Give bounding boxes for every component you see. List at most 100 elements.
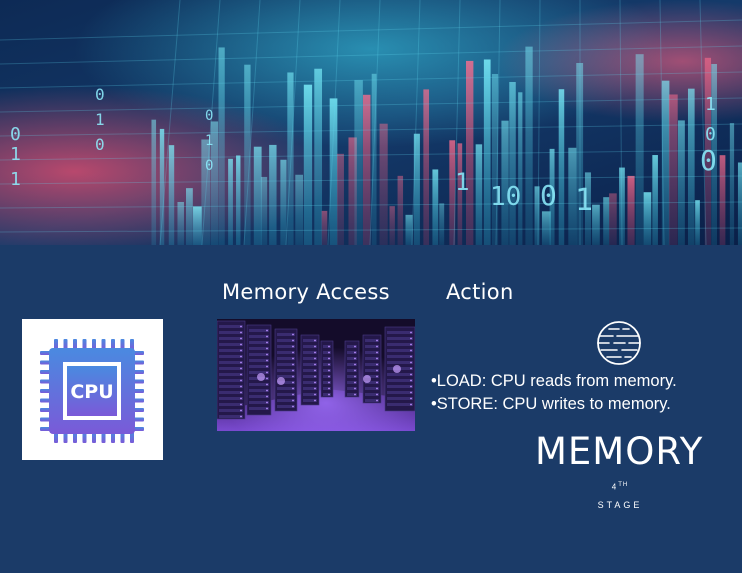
server-unit bbox=[365, 357, 379, 360]
globe-icon bbox=[597, 321, 641, 365]
server-unit bbox=[249, 335, 269, 338]
server-light bbox=[410, 331, 412, 334]
banner-bar bbox=[439, 203, 445, 245]
cpu-pin bbox=[111, 339, 115, 350]
server-light bbox=[266, 353, 268, 356]
banner-bar bbox=[525, 46, 533, 245]
cpu-pin bbox=[120, 339, 125, 350]
cpu-pin bbox=[92, 432, 96, 443]
server-unit bbox=[277, 387, 295, 390]
banner-bar bbox=[405, 214, 413, 245]
server-glow bbox=[363, 375, 371, 383]
server-light bbox=[240, 343, 242, 346]
server-light bbox=[376, 339, 378, 342]
banner-gridline bbox=[0, 201, 742, 209]
banner-bar bbox=[475, 144, 483, 245]
server-light bbox=[240, 349, 242, 352]
server-light bbox=[410, 397, 412, 400]
banner-bar bbox=[558, 89, 565, 245]
banner-bar bbox=[483, 59, 491, 245]
server-unit bbox=[277, 405, 295, 408]
banner-bar bbox=[287, 72, 294, 245]
banner-gridline bbox=[327, 0, 341, 245]
server-unit bbox=[219, 397, 243, 400]
banner-bar bbox=[280, 159, 287, 245]
heading-action: Action bbox=[446, 280, 514, 304]
cpu-pin bbox=[111, 432, 115, 443]
server-light bbox=[376, 345, 378, 348]
banner-gridline bbox=[619, 0, 623, 245]
banner-bar bbox=[678, 120, 685, 245]
action-store: •STORE: CPU writes to memory. bbox=[431, 395, 671, 413]
server-light bbox=[354, 387, 356, 390]
banner-bar bbox=[362, 94, 371, 245]
banner-gridline bbox=[201, 0, 221, 245]
cpu-icon-card: CPU bbox=[22, 319, 163, 460]
banner-gridline bbox=[285, 0, 301, 245]
server-unit bbox=[323, 363, 331, 366]
banner-digit: 0 bbox=[10, 124, 21, 145]
server-light bbox=[266, 383, 268, 386]
server-light bbox=[240, 325, 242, 328]
cpu-pin bbox=[40, 360, 51, 365]
server-light bbox=[240, 367, 242, 370]
server-light bbox=[354, 381, 356, 384]
server-light bbox=[266, 407, 268, 410]
server-light bbox=[410, 391, 412, 394]
server-light bbox=[410, 385, 412, 388]
server-unit bbox=[249, 371, 269, 374]
banner-bar bbox=[652, 155, 658, 245]
cpu-pin bbox=[54, 432, 58, 443]
server-light bbox=[354, 363, 356, 366]
cpu-pin bbox=[54, 339, 58, 350]
server-unit bbox=[387, 337, 413, 340]
banner-bar bbox=[228, 158, 233, 245]
server-light bbox=[314, 369, 316, 372]
server-unit bbox=[219, 403, 243, 406]
cpu-pin bbox=[133, 408, 144, 412]
server-light bbox=[328, 363, 330, 366]
server-light bbox=[240, 379, 242, 382]
server-unit bbox=[277, 369, 295, 372]
server-light bbox=[314, 339, 316, 342]
banner-gridline bbox=[0, 71, 742, 89]
server-unit bbox=[387, 391, 413, 394]
banner-bar bbox=[491, 73, 499, 245]
server-light bbox=[354, 375, 356, 378]
server-light bbox=[240, 331, 242, 334]
server-light bbox=[266, 341, 268, 344]
banner-bar bbox=[186, 188, 193, 245]
server-unit bbox=[387, 373, 413, 376]
server-light bbox=[410, 379, 412, 382]
banner-gridline bbox=[699, 0, 707, 245]
server-unit bbox=[347, 363, 357, 366]
banner-bar bbox=[348, 137, 357, 245]
banner-bar bbox=[253, 146, 262, 245]
banner-bar bbox=[260, 176, 268, 245]
server-light bbox=[292, 363, 294, 366]
server-unit bbox=[365, 381, 379, 384]
server-unit bbox=[249, 389, 269, 392]
server-unit bbox=[323, 381, 331, 384]
server-unit bbox=[219, 385, 243, 388]
server-light bbox=[376, 393, 378, 396]
server-light bbox=[314, 351, 316, 354]
server-room-image bbox=[217, 319, 415, 431]
server-light bbox=[376, 381, 378, 384]
server-unit bbox=[387, 403, 413, 406]
banner-bar bbox=[711, 63, 717, 245]
cpu-pin bbox=[40, 408, 51, 412]
server-unit bbox=[277, 351, 295, 354]
banner-bar bbox=[244, 64, 251, 245]
server-light bbox=[240, 373, 242, 376]
banner-bar bbox=[509, 81, 516, 245]
cpu-pin bbox=[133, 427, 144, 431]
banner-bar bbox=[541, 211, 551, 245]
server-rack bbox=[246, 324, 272, 416]
server-unit bbox=[249, 395, 269, 398]
banner-bar bbox=[695, 200, 700, 245]
banner-gridline bbox=[0, 227, 742, 233]
banner-gridline bbox=[0, 97, 742, 113]
server-light bbox=[240, 403, 242, 406]
